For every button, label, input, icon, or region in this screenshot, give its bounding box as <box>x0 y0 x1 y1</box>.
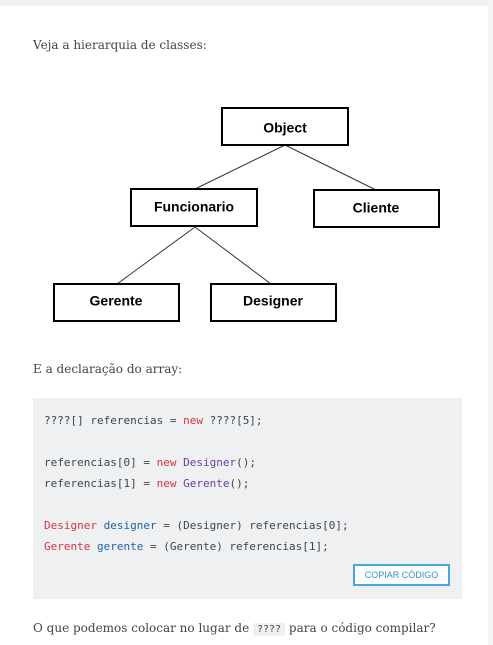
scrollbar-track[interactable] <box>488 0 493 645</box>
node-designer-label: Designer <box>243 293 303 309</box>
node-designer: Designer <box>210 283 337 322</box>
edge-designer-funcionario <box>194 226 272 285</box>
question-text: O que podemos colocar no lugar de ???? p… <box>33 621 436 636</box>
edge-gerente-funcionario <box>116 226 196 285</box>
array-declaration-text: E a declaração do array: <box>33 362 183 376</box>
inline-code: ???? <box>253 623 286 636</box>
edge-funcionario-object <box>194 144 286 190</box>
code-line-2: referencias[0] = new Designer(); <box>44 456 256 469</box>
code-line-5: Gerente gerente = (Gerente) referencias[… <box>44 540 329 553</box>
node-object: Object <box>221 107 349 146</box>
copy-code-button[interactable]: COPIAR CÓDIGO <box>353 564 450 586</box>
node-cliente-label: Cliente <box>353 200 400 216</box>
node-funcionario: Funcionario <box>130 188 258 227</box>
node-cliente: Cliente <box>313 189 440 228</box>
code-line-1: ????[] referencias = new ????[5]; <box>44 414 263 427</box>
class-hierarchy-diagram: Object Funcionario Cliente Gerente Desig… <box>53 107 440 322</box>
code-line-4: Designer designer = (Designer) referenci… <box>44 519 349 532</box>
node-gerente-label: Gerente <box>90 293 143 309</box>
node-gerente: Gerente <box>53 283 180 322</box>
node-funcionario-label: Funcionario <box>154 199 234 215</box>
code-line-3: referencias[1] = new Gerente(); <box>44 477 250 490</box>
node-object-label: Object <box>263 120 307 136</box>
top-bar <box>0 0 493 6</box>
edge-cliente-object <box>284 144 377 191</box>
intro-text: Veja a hierarquia de classes: <box>33 38 207 52</box>
code-block: ????[] referencias = new ????[5]; refere… <box>33 398 462 599</box>
